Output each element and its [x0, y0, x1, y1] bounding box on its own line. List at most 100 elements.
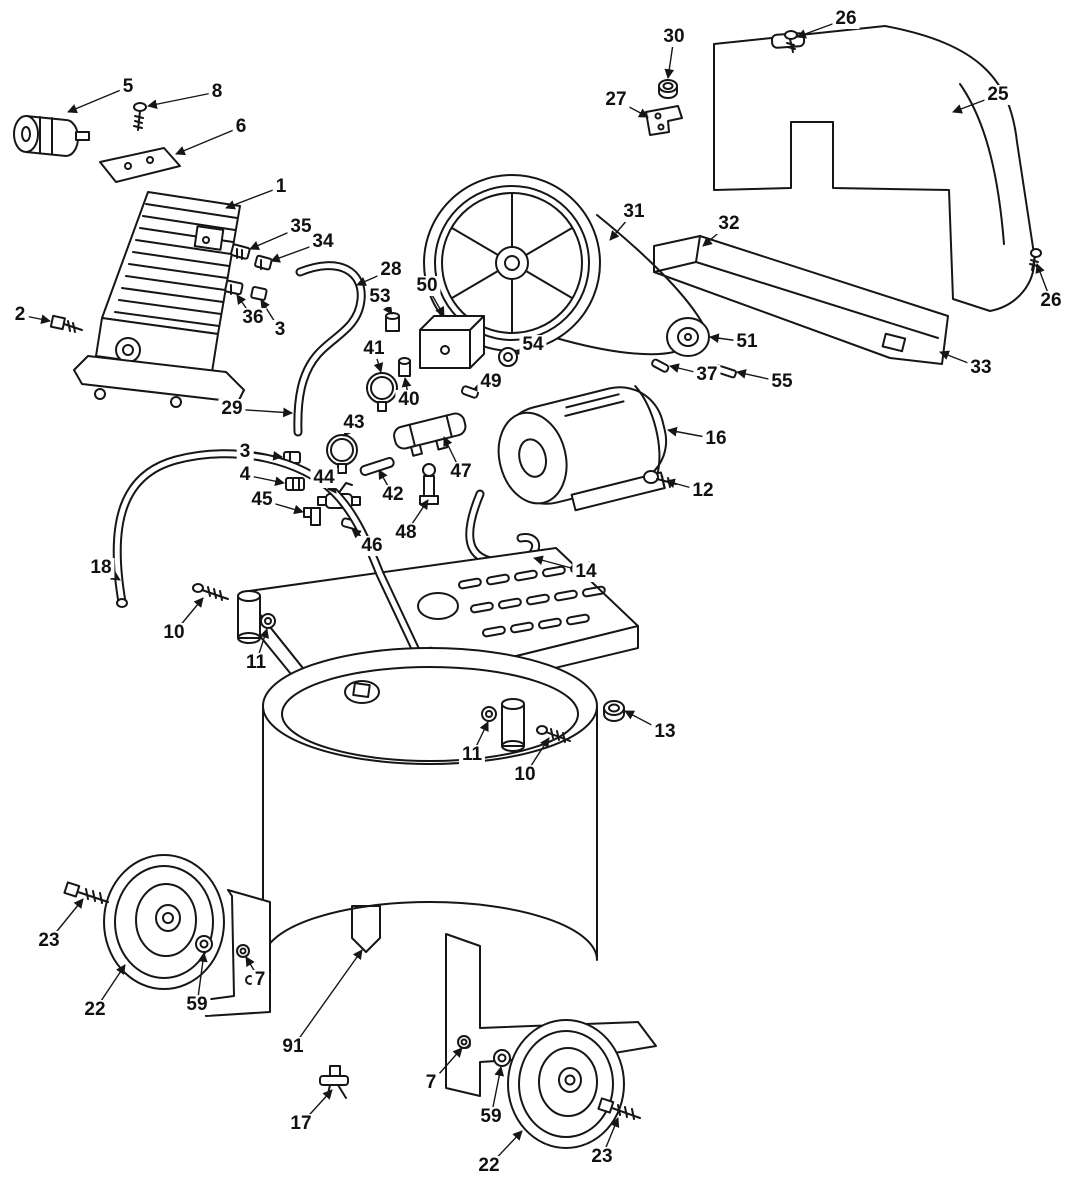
leader-line-28	[356, 269, 392, 286]
leader-line-48	[405, 499, 429, 534]
leader-line-59	[196, 952, 208, 1006]
leader-line-5	[67, 86, 129, 114]
leader-line-34	[270, 241, 324, 263]
bolt-7-right	[457, 1035, 471, 1049]
leader-line-53	[379, 296, 393, 315]
leader-line-55	[736, 369, 783, 383]
leader-line-33	[939, 350, 982, 369]
leader-line-17	[300, 1089, 333, 1125]
leader-line-7	[245, 956, 261, 981]
leader-line-13	[624, 710, 666, 733]
leader-line-11	[471, 721, 489, 756]
leader-line-43	[343, 422, 355, 437]
axle-bolt-left	[63, 881, 109, 904]
leader-line-26	[796, 18, 847, 39]
drain-valve-17	[319, 1065, 349, 1099]
leader-line-22	[488, 1130, 523, 1167]
bolt-2	[49, 314, 83, 333]
nut-11-left	[260, 613, 276, 629]
leader-line-3	[260, 299, 281, 331]
manifold-47	[393, 412, 467, 457]
wheel-left	[103, 854, 225, 990]
handle-sleeve-right	[501, 698, 525, 752]
axle-bolt-right	[597, 1097, 641, 1120]
leader-line-29	[231, 407, 293, 418]
leader-line-44	[323, 477, 337, 494]
leader-line-40	[401, 377, 412, 401]
leader-line-35	[249, 226, 302, 251]
leader-line-22	[94, 964, 126, 1011]
pulley-pin	[651, 358, 670, 373]
fitting-4	[285, 477, 305, 491]
leader-line-36	[236, 294, 254, 319]
leader-line-25	[952, 94, 999, 114]
leader-line-18	[100, 567, 121, 581]
fitting-3a	[250, 286, 268, 301]
leader-line-42	[378, 469, 394, 496]
leader-line-12	[665, 478, 704, 492]
leader-line-16	[667, 426, 717, 440]
leader-line-14	[533, 555, 587, 573]
handle-sleeve-left	[237, 590, 261, 644]
tank-decal	[351, 905, 381, 953]
flywheel-spokes	[451, 193, 573, 333]
motor-pulley	[666, 317, 710, 357]
discharge-tube	[293, 261, 366, 437]
pump-assembly	[73, 191, 245, 408]
guard-bracket-27	[645, 105, 683, 136]
leader-line-30	[664, 36, 675, 79]
nut-11-right	[481, 706, 497, 722]
leader-line-50	[426, 285, 445, 317]
fitting-36	[224, 279, 244, 296]
leader-line-46	[351, 528, 373, 547]
leader-line-59	[490, 1066, 505, 1118]
fitting-34	[254, 254, 273, 271]
leader-line-8	[147, 91, 218, 110]
fitting-40	[398, 357, 411, 377]
gauge-41	[366, 372, 398, 412]
hubcap-right	[493, 1049, 511, 1067]
air-filter	[13, 115, 90, 157]
leader-line-49	[473, 381, 492, 391]
mount-plate-6	[99, 147, 181, 183]
nipple-49	[460, 385, 480, 399]
leader-line-11	[255, 628, 269, 664]
flywheel	[423, 174, 601, 352]
leader-line-3	[244, 450, 283, 461]
leader-line-7	[430, 1047, 463, 1084]
hubcap-left	[195, 935, 213, 953]
gauge-43	[326, 434, 358, 474]
leader-line-91	[292, 949, 363, 1048]
bolt-7-left	[236, 944, 250, 958]
leader-line-47	[443, 436, 462, 473]
guard-back-panel	[653, 235, 949, 365]
leader-line-23	[601, 1117, 620, 1158]
motor	[497, 385, 668, 512]
leader-line-23	[48, 898, 84, 942]
leader-line-37	[669, 363, 708, 376]
fitting-35	[230, 243, 251, 260]
leader-line-2	[19, 314, 51, 325]
elbow-45	[303, 507, 321, 526]
tank-port	[344, 680, 380, 704]
wheel-right	[507, 1019, 625, 1149]
pressure-switch	[419, 315, 485, 369]
leader-line-10	[524, 737, 550, 776]
leader-line-10	[173, 597, 204, 634]
leader-line-6	[175, 126, 242, 156]
leader-line-51	[709, 333, 748, 344]
leader-line-32	[702, 223, 730, 247]
screw-8	[133, 102, 147, 131]
cap-54	[498, 347, 518, 367]
leader-line-4	[244, 474, 285, 487]
nut-13	[603, 700, 625, 722]
leader-line-27	[615, 99, 649, 118]
leader-line-1	[225, 186, 282, 210]
leader-line-41	[373, 348, 384, 373]
leader-line-54	[515, 344, 534, 355]
bolt-10-left	[192, 583, 229, 601]
flange-nut-30	[658, 79, 678, 99]
